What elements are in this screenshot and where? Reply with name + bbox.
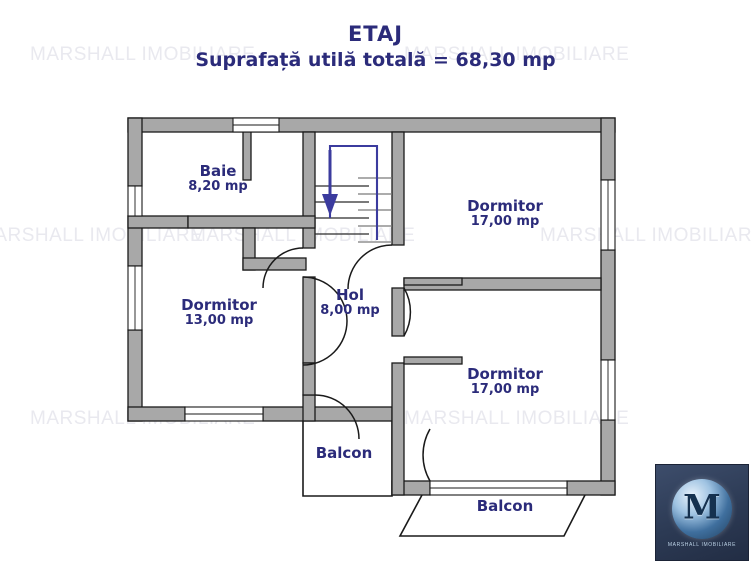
- room-area-baie: 8,20 mp: [188, 179, 248, 195]
- logo-orb-icon: M: [672, 478, 732, 539]
- window-bottom-left: [184, 406, 264, 422]
- room-name-dormitor-sv: Dormitor: [181, 296, 257, 314]
- wall-interior-v3: [302, 394, 316, 422]
- stair-direction-arrow: [322, 150, 338, 216]
- wall-interior-v6: [391, 362, 405, 496]
- door-dormitor-sv: [302, 276, 348, 366]
- stair-treads-right: [358, 177, 392, 243]
- window-left-upper: [127, 185, 143, 217]
- window-top: [232, 117, 280, 133]
- window-right-lower: [600, 359, 616, 421]
- logo-initial: M: [683, 487, 721, 528]
- room-label-balcon-1: Balcon: [274, 444, 414, 462]
- wall-exterior-left-a: [127, 117, 143, 187]
- watermark-0: MARSHALL IMOBILIARE: [30, 44, 256, 65]
- wall-jamb-balcony: [302, 362, 316, 396]
- wall-interior-v4: [391, 131, 405, 246]
- door-swings: [262, 244, 431, 482]
- window-right-upper: [600, 179, 616, 251]
- door-stair-hall: [347, 244, 393, 290]
- room-name-balcon-2: Balcon: [476, 497, 534, 515]
- door-baie: [262, 247, 304, 289]
- plan-title-block: ETAJ Suprafață utilă totală = 68,30 mp: [0, 22, 751, 71]
- wall-exterior-bottom-d: [566, 480, 616, 496]
- window-left-lower: [127, 265, 143, 331]
- wall-exterior-bottom-b: [262, 406, 393, 422]
- room-name-dormitor-ne: Dormitor: [467, 197, 543, 215]
- room-label-balcon-2: Balcon: [435, 497, 575, 515]
- wall-exterior-bottom-a: [127, 406, 186, 422]
- door-balcon-1: [314, 394, 360, 440]
- wall-interior-nib2: [242, 257, 307, 271]
- room-name-dormitor-se: Dormitor: [467, 365, 543, 383]
- room-area-dormitor-sv: 13,00 mp: [184, 313, 254, 329]
- wall-exterior-right-a: [600, 117, 616, 181]
- door-dormitor-se: [403, 287, 412, 337]
- room-area-dormitor-se: 17,00 mp: [470, 382, 540, 398]
- balcony-outlines: [302, 421, 586, 537]
- wall-interior-v5: [391, 287, 405, 337]
- room-name-baie: Baie: [199, 162, 237, 180]
- wall-exterior-top: [127, 117, 616, 133]
- wall-interior-h2: [187, 215, 316, 229]
- window-bottom-right: [429, 480, 568, 496]
- windows: [127, 117, 616, 496]
- room-name-balcon-1: Balcon: [315, 444, 373, 462]
- watermark-2: MARSHALL IMOBILIARE: [0, 225, 204, 246]
- watermark-6: MARSHALL IMOBILIARE: [404, 408, 630, 429]
- wall-jamb-se: [403, 356, 463, 365]
- page-title: ETAJ: [347, 22, 404, 46]
- door-balcon-2: [422, 428, 431, 482]
- stair-treads-left: [315, 185, 369, 235]
- staircase: [315, 144, 392, 243]
- watermark-4: MARSHALL IMOBILIARE: [540, 225, 751, 246]
- wall-interior-v1: [302, 131, 316, 249]
- room-area-dormitor-ne: 17,00 mp: [470, 214, 540, 230]
- total-area-subtitle: Suprafață utilă totală = 68,30 mp: [195, 49, 556, 71]
- wall-interior-h1: [127, 215, 189, 229]
- watermark-1: MARSHALL IMOBILIARE: [404, 44, 630, 65]
- room-area-hol: 8,00 mp: [320, 303, 380, 319]
- brand-logo: M MARSHALL IMOBILIARE: [655, 464, 749, 561]
- wall-exterior-right-b: [600, 249, 616, 361]
- wall-jamb-ne: [403, 277, 463, 286]
- logo-subtext: MARSHALL IMOBILIARE: [667, 542, 737, 548]
- balcon-2-outline: [398, 494, 586, 537]
- room-name-hol: Hol: [335, 286, 364, 304]
